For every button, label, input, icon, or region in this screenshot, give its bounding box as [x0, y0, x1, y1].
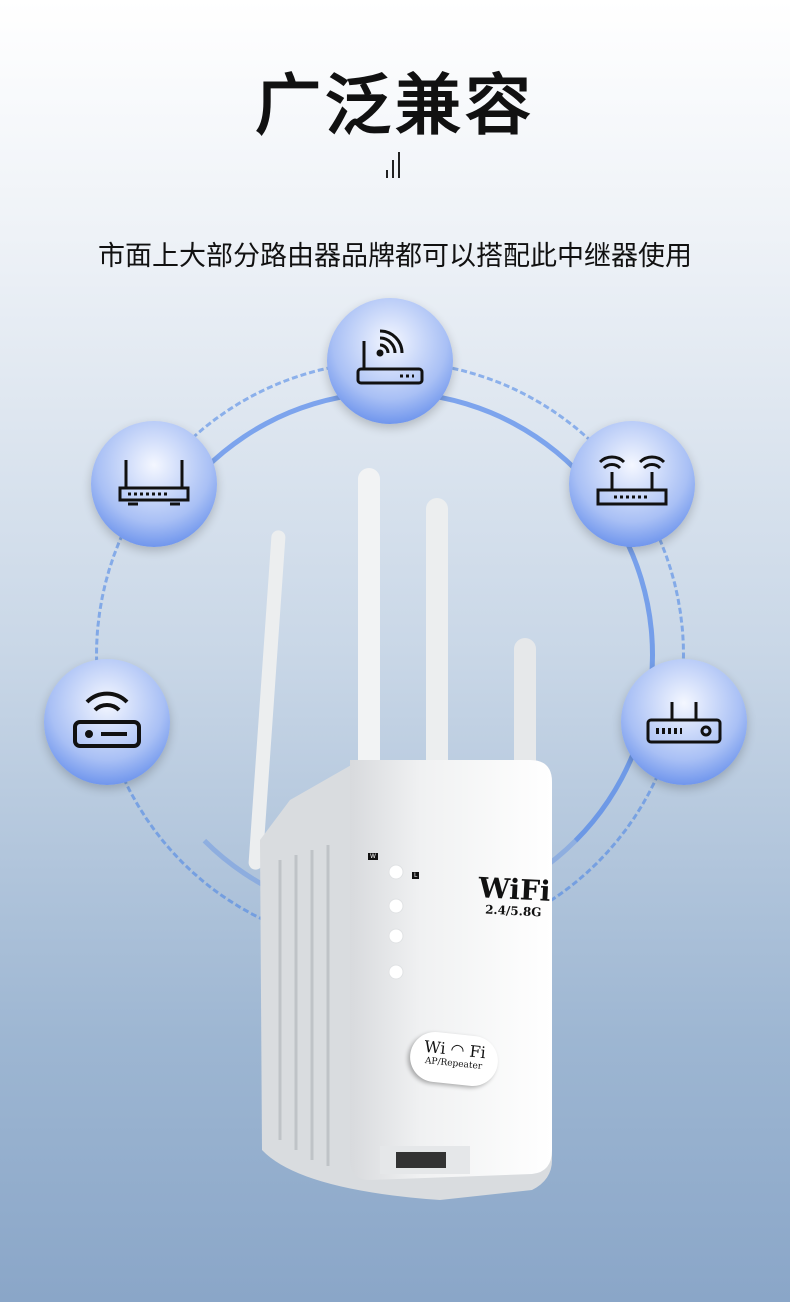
- led-label-w: W: [368, 853, 378, 860]
- wifi-logo-text: WiFi: [477, 871, 552, 908]
- badge-fi: Fi: [468, 1041, 487, 1063]
- page-title: 广泛兼容: [255, 67, 535, 144]
- router-small-icon: [621, 659, 747, 785]
- wifi-logo: WiFi 2.4/5.8G: [477, 871, 552, 920]
- led-label-l: L: [412, 872, 420, 879]
- badge-wi: Wi: [423, 1036, 447, 1059]
- signal-bars-icon: [386, 152, 400, 178]
- wifi-repeater-device: [248, 468, 552, 1200]
- wifi-icon: ◠: [449, 1039, 466, 1060]
- subtitle: 市面上大部分路由器品牌都可以搭配此中继器使用: [98, 241, 692, 272]
- router-two-antenna-icon: [91, 421, 217, 547]
- wifi-router-icon: [327, 298, 453, 424]
- dual-wifi-router-icon: [569, 421, 695, 547]
- wireless-modem-icon: [44, 659, 170, 785]
